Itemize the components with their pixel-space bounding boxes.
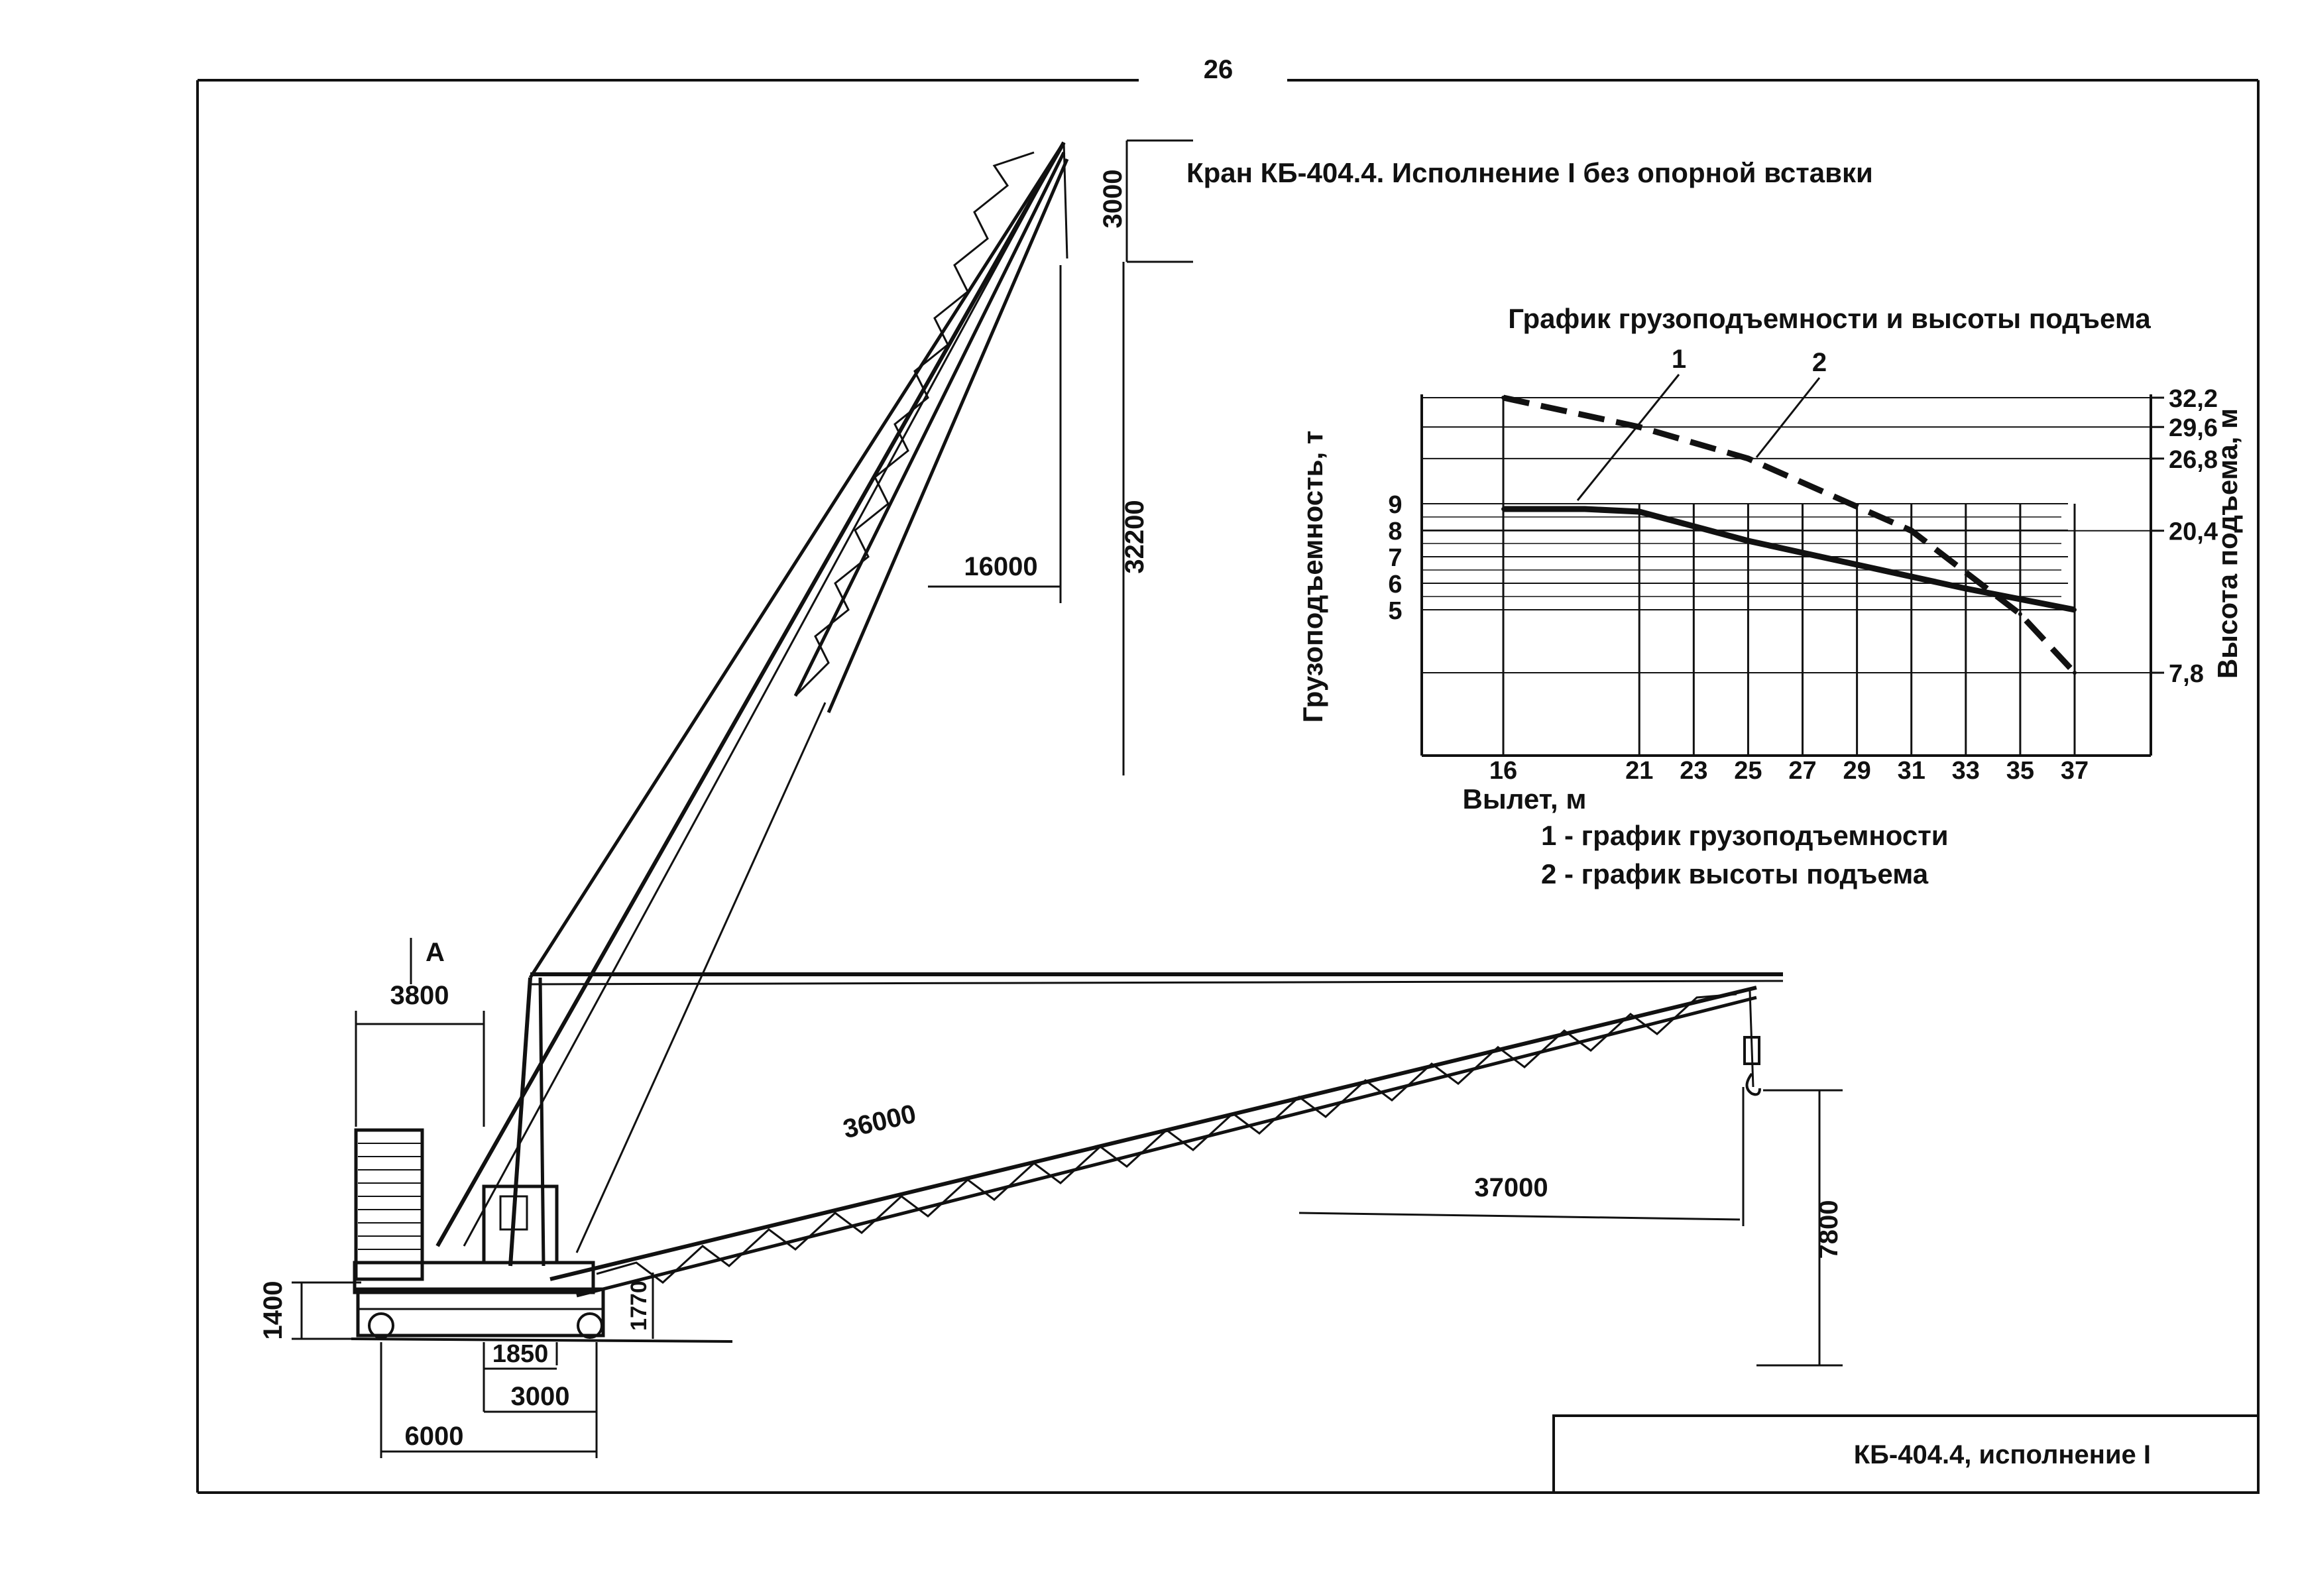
chart-xlabel: Вылет, м bbox=[1463, 783, 1587, 815]
chart-title: График грузоподъемности и высоты подъема bbox=[1508, 303, 2151, 334]
dim-3000-top: 3000 bbox=[1098, 170, 1127, 229]
drawing-heading: Кран КБ-404.4. Исполнение I без опорной … bbox=[1186, 157, 1873, 188]
lower-boom bbox=[549, 986, 1757, 1281]
x-tick-label: 31 bbox=[1898, 757, 1925, 785]
series-1-point bbox=[1501, 507, 1505, 511]
x-tick-label: 27 bbox=[1788, 757, 1816, 785]
chart-ylabel-left: Грузоподъемность, т bbox=[1297, 431, 1328, 723]
chart-legend-1: 1 - график грузоподъемности bbox=[1541, 820, 1949, 851]
right-tick-label: 7,8 bbox=[2169, 660, 2204, 688]
x-tick-label: 25 bbox=[1734, 757, 1762, 785]
dim-7800: 7800 bbox=[1814, 1200, 1843, 1259]
series-1-point bbox=[1583, 507, 1587, 511]
x-tick-label: 16 bbox=[1489, 757, 1517, 785]
series-1-point bbox=[2073, 608, 2077, 612]
chart-legend-2: 2 - график высоты подъема bbox=[1541, 858, 1929, 889]
left-tick-label: 8 bbox=[1388, 518, 1402, 545]
curve-label-1: 1 bbox=[1672, 345, 1686, 374]
chart-grid bbox=[1422, 396, 2164, 756]
dim-3800: 3800 bbox=[390, 981, 449, 1010]
turntable bbox=[353, 1261, 595, 1294]
x-tick-label: 35 bbox=[2006, 757, 2034, 785]
dim-3000-base: 3000 bbox=[511, 1382, 570, 1411]
section-marker-a: А bbox=[426, 938, 445, 967]
chart-ylabel-right: Высота подъема, м bbox=[2212, 408, 2243, 679]
right-tick-label: 32,2 bbox=[2169, 385, 2218, 413]
x-tick-label: 21 bbox=[1625, 757, 1653, 785]
load-chart: График грузоподъемности и высоты подъема… bbox=[1297, 303, 2243, 889]
right-tick-label: 29,6 bbox=[2169, 414, 2218, 442]
right-tick-label: 26,8 bbox=[2169, 446, 2218, 474]
right-tick-label: 20,4 bbox=[2169, 518, 2218, 546]
counterweight bbox=[354, 1128, 424, 1281]
x-tick-label: 29 bbox=[1843, 757, 1870, 785]
x-tick-label: 37 bbox=[2061, 757, 2089, 785]
left-tick-label: 5 bbox=[1388, 597, 1402, 625]
dim-16000: 16000 bbox=[964, 552, 1037, 581]
left-tick-label: 6 bbox=[1388, 571, 1402, 598]
jib-strut bbox=[435, 141, 1066, 1247]
sheet-frame bbox=[196, 79, 2260, 1494]
series-1-point bbox=[1746, 539, 1751, 543]
x-tick-label: 33 bbox=[1952, 757, 1980, 785]
dimensions bbox=[292, 139, 1843, 1458]
series-2-point bbox=[1909, 528, 1914, 533]
series-2-point bbox=[2073, 671, 2077, 675]
series-1-point bbox=[1855, 563, 1859, 567]
dim-36000: 36000 bbox=[840, 1099, 919, 1144]
series-2-point bbox=[1501, 396, 1505, 400]
curve-leader-2 bbox=[1755, 377, 1821, 458]
dim-1770: 1770 bbox=[626, 1281, 652, 1331]
mast bbox=[508, 977, 532, 1267]
chart-series bbox=[1501, 394, 2077, 675]
operator-cabin bbox=[482, 1184, 559, 1265]
series-2-point bbox=[1746, 456, 1751, 461]
stamp-text: КБ-404.4, исполнение I bbox=[1854, 1440, 2151, 1469]
ground-line bbox=[351, 1338, 733, 1343]
series-1-point bbox=[1637, 510, 1642, 514]
series-2-line bbox=[1503, 394, 2077, 675]
curve-leader-1 bbox=[1576, 374, 1680, 501]
dim-32200: 32200 bbox=[1120, 500, 1149, 573]
upper-lattice bbox=[793, 151, 1066, 697]
page-number: 26 bbox=[1204, 55, 1234, 84]
left-tick-label: 7 bbox=[1388, 544, 1402, 572]
left-tick-label: 9 bbox=[1388, 491, 1402, 519]
x-tick-label: 23 bbox=[1680, 757, 1707, 785]
dim-1850: 1850 bbox=[492, 1340, 549, 1368]
dim-37000: 37000 bbox=[1474, 1173, 1548, 1202]
curve-label-2: 2 bbox=[1812, 348, 1827, 377]
series-1-point bbox=[1963, 587, 1968, 591]
title-stamp bbox=[1552, 1414, 2260, 1494]
series-1-point bbox=[2018, 597, 2022, 601]
crawler-base bbox=[356, 1287, 605, 1338]
crane-drawing bbox=[351, 141, 1784, 1343]
dim-1400: 1400 bbox=[259, 1281, 288, 1340]
dim-6000: 6000 bbox=[405, 1422, 464, 1451]
series-1-line bbox=[1503, 506, 2075, 613]
series-2-point bbox=[2018, 612, 2022, 616]
